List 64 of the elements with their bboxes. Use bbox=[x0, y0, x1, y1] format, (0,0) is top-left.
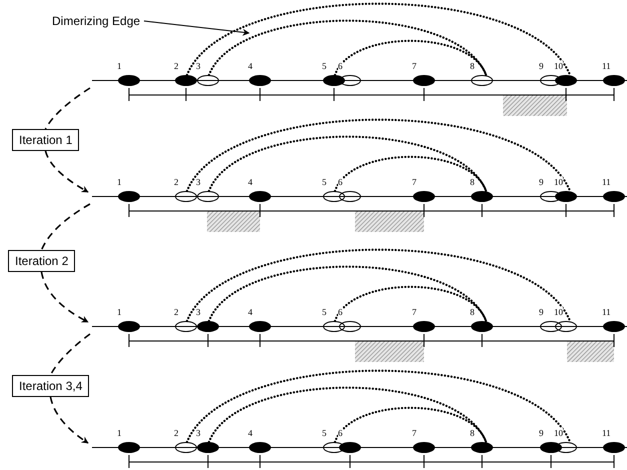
position-number: 4 bbox=[248, 428, 252, 438]
position-number: 5 bbox=[322, 428, 326, 438]
position-number: 7 bbox=[412, 428, 416, 438]
position-number: 3 bbox=[196, 61, 200, 71]
dimerizing-arc bbox=[186, 118, 572, 192]
position-number: 10 bbox=[554, 307, 563, 317]
position-number: 4 bbox=[248, 61, 252, 71]
position-number: 9 bbox=[539, 307, 544, 317]
dimerizing-arc bbox=[334, 156, 488, 192]
position-number: 9 bbox=[539, 61, 544, 71]
arrow bbox=[44, 150, 89, 193]
arrow bbox=[50, 396, 89, 444]
position-number: 1 bbox=[117, 177, 122, 187]
position-number: 5 bbox=[322, 307, 326, 317]
position-number: 5 bbox=[322, 177, 326, 187]
position-number: 6 bbox=[338, 177, 342, 187]
position-number: 4 bbox=[248, 307, 252, 317]
position-number: 8 bbox=[470, 428, 474, 438]
position-number: 3 bbox=[196, 428, 200, 438]
position-number: 2 bbox=[174, 428, 178, 438]
position-number: 1 bbox=[117, 428, 122, 438]
position-number: 1 bbox=[117, 61, 122, 71]
dimerizing-arc bbox=[186, 248, 572, 322]
dimerizing-arc bbox=[208, 386, 488, 444]
position-number: 10 bbox=[554, 177, 563, 187]
position-number: 6 bbox=[338, 61, 342, 71]
position-number: 2 bbox=[174, 61, 178, 71]
position-number: 1 bbox=[117, 307, 122, 317]
iteration-box: Iteration 2 bbox=[8, 250, 76, 272]
position-number: 6 bbox=[338, 428, 342, 438]
position-number: 11 bbox=[602, 177, 611, 187]
position-number: 11 bbox=[602, 428, 611, 438]
dimerizing-arc bbox=[208, 136, 488, 192]
dimerizing-arc bbox=[186, 2, 572, 76]
callout-label: Dimerizing Edge bbox=[52, 14, 140, 28]
position-number: 9 bbox=[539, 177, 544, 187]
dimerizing-arc bbox=[208, 266, 488, 322]
position-number: 7 bbox=[412, 307, 416, 317]
dimerizing-arc bbox=[334, 286, 488, 322]
position-number: 3 bbox=[196, 177, 200, 187]
leader-line bbox=[144, 20, 250, 36]
position-number: 8 bbox=[470, 61, 474, 71]
iteration-box: Iteration 3,4 bbox=[12, 375, 90, 397]
position-number: 10 bbox=[554, 61, 563, 71]
position-number: 10 bbox=[554, 428, 563, 438]
position-number: 11 bbox=[602, 61, 611, 71]
position-number: 7 bbox=[412, 177, 416, 187]
position-number: 8 bbox=[470, 307, 474, 317]
dimerizing-arc bbox=[334, 406, 488, 444]
position-number: 6 bbox=[338, 307, 342, 317]
iteration-box: Iteration 1 bbox=[12, 129, 80, 151]
dimerizing-arc bbox=[186, 370, 572, 444]
dimerizing-arc bbox=[208, 20, 488, 76]
position-number: 9 bbox=[539, 428, 544, 438]
arrow bbox=[40, 272, 89, 323]
position-number: 4 bbox=[248, 177, 252, 187]
position-number: 11 bbox=[602, 307, 611, 317]
position-number: 5 bbox=[322, 61, 326, 71]
position-number: 2 bbox=[174, 177, 178, 187]
position-number: 2 bbox=[174, 307, 178, 317]
position-number: 3 bbox=[196, 307, 200, 317]
position-number: 8 bbox=[470, 177, 474, 187]
dimerizing-arc bbox=[334, 40, 488, 76]
position-number: 7 bbox=[412, 61, 416, 71]
